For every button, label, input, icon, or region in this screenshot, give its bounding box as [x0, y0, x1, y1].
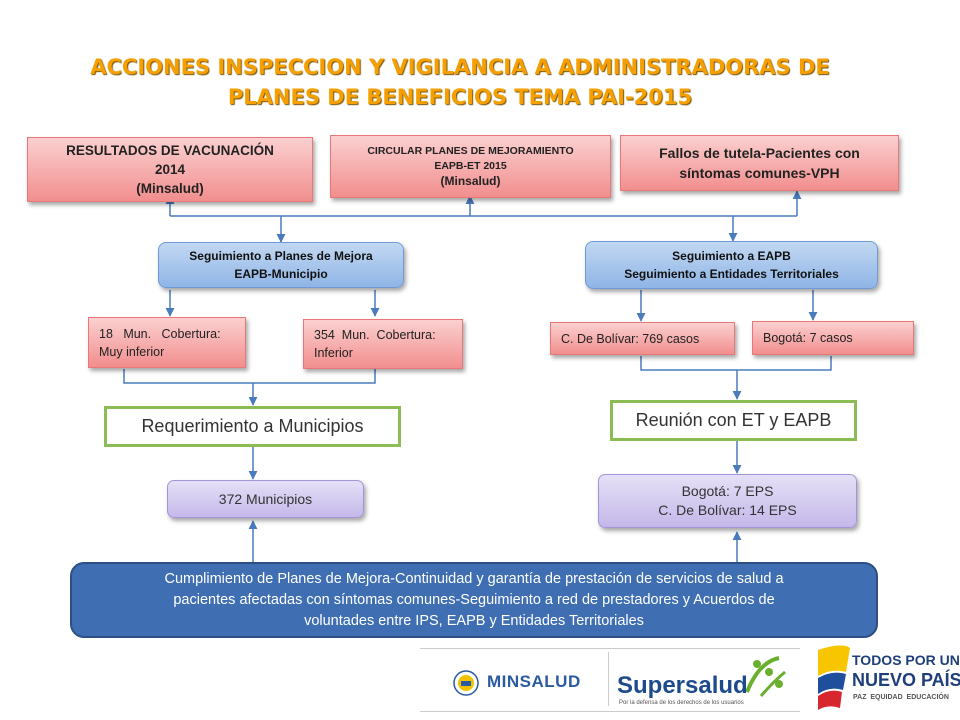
minsalud-logo: MINSALUD — [453, 668, 593, 698]
vacunacion-results-box: RESULTADOS DE VACUNACIÓN 2014 (Minsalud) — [27, 137, 313, 202]
requerimiento-municipios-box: Requerimiento a Municipios — [104, 406, 401, 447]
gobierno-line-2: NUEVO PAÍS — [852, 670, 960, 690]
inferior-coverage-box: 354 Mun. Cobertura: Inferior — [303, 319, 463, 369]
seguimiento-eapb-box: Seguimiento a EAPB Seguimiento a Entidad… — [585, 241, 878, 289]
tutela-line-1: Fallos de tutela-Pacientes con — [659, 145, 860, 161]
left-merge-line — [123, 369, 376, 384]
muy-inferior-coverage-box: 18 Mun. Cobertura: Muy inferior — [88, 317, 246, 368]
bogota-cases-box: Bogotá: 7 casos — [752, 321, 914, 355]
gobierno-logo: TODOS POR UN NUEVO PAÍS PAZ EQUIDAD EDUC… — [812, 642, 960, 714]
municipios-count-box: 372 Municipios — [167, 480, 364, 518]
circular-line-3: (Minsalud) — [440, 174, 501, 188]
footer-logo-strip — [420, 648, 800, 712]
title-line-2: PLANES DE BENEFICIOS TEMA PAI-2015 — [227, 85, 693, 109]
supersalud-text: Supersalud — [617, 672, 748, 699]
fallos-tutela-box: Fallos de tutela-Pacientes con síntomas … — [620, 135, 899, 191]
colombia-flag-stripes-icon — [818, 645, 850, 710]
inferior-line-1: 354 Mun. Cobertura: — [314, 328, 436, 342]
tutela-line-2: síntomas comunes-VPH — [679, 165, 840, 181]
municipios-count-text: 372 Municipios — [218, 491, 313, 507]
supersalud-logo: Supersalud Por la defensa de los derecho… — [617, 652, 793, 708]
seguimiento-eapb-line-2: Seguimiento a Entidades Territoriales — [624, 267, 839, 281]
cumplimiento-line-3: voluntades entre IPS, EAPB y Entidades T… — [304, 612, 644, 629]
circular-line-2: EAPB-ET 2015 — [434, 160, 507, 172]
bogota-cases-text: Bogotá: 7 casos — [763, 331, 853, 345]
requerimiento-text: Requerimiento a Municipios — [141, 416, 364, 436]
minsalud-seal-icon — [453, 670, 479, 696]
eps-bolivar-text: C. De Bolívar: 14 EPS — [658, 502, 797, 518]
vacunacion-line-2: 2014 — [154, 162, 186, 177]
seguimiento-planes-box: Seguimiento a Planes de Mejora EAPB-Muni… — [158, 242, 404, 288]
eps-count-box: Bogotá: 7 EPS C. De Bolívar: 14 EPS — [598, 474, 857, 528]
page-title: ACCIONES INSPECCION Y VIGILANCIA A ADMIN… — [60, 52, 860, 112]
bolivar-cases-box: C. De Bolívar: 769 casos — [550, 322, 735, 355]
seguimiento-eapb-line-1: Seguimiento a EAPB — [672, 249, 791, 263]
cumplimiento-line-1: Cumplimiento de Planes de Mejora-Continu… — [164, 570, 784, 587]
cumplimiento-line-2: pacientes afectadas con síntomas comunes… — [173, 591, 775, 608]
vacunacion-line-1: RESULTADOS DE VACUNACIÓN — [66, 143, 274, 158]
cumplimiento-box: Cumplimiento de Planes de Mejora-Continu… — [70, 562, 878, 638]
vacunacion-line-3: (Minsalud) — [136, 181, 204, 196]
inferior-line-2: Inferior — [314, 346, 353, 360]
seguimiento-planes-line-1: Seguimiento a Planes de Mejora — [189, 249, 373, 263]
title-line-1: ACCIONES INSPECCION Y VIGILANCIA A ADMIN… — [90, 55, 830, 79]
bolivar-cases-text: C. De Bolívar: 769 casos — [561, 331, 700, 346]
gobierno-line-1: TODOS POR UN — [852, 652, 960, 668]
gobierno-line-3: PAZ EQUIDAD EDUCACIÓN — [853, 694, 949, 701]
supersalud-people-icon — [745, 656, 786, 697]
footer-divider — [608, 652, 609, 706]
muy-inferior-line-1: 18 Mun. Cobertura: — [99, 326, 221, 341]
circular-line-1: CIRCULAR PLANES DE MEJORAMIENTO — [367, 145, 574, 157]
reunion-text: Reunión con ET y EAPB — [635, 410, 832, 430]
muy-inferior-line-2: Muy inferior — [99, 344, 165, 359]
circular-planes-box: CIRCULAR PLANES DE MEJORAMIENTO EAPB-ET … — [330, 135, 611, 198]
eps-bogota-text: Bogotá: 7 EPS — [681, 483, 774, 499]
right-merge-line — [640, 356, 832, 371]
seguimiento-planes-line-2: EAPB-Municipio — [234, 267, 328, 281]
reunion-et-eapb-box: Reunión con ET y EAPB — [610, 400, 857, 441]
minsalud-text: MINSALUD — [487, 672, 581, 691]
supersalud-tagline: Por la defensa de los derechos de los us… — [619, 700, 744, 706]
